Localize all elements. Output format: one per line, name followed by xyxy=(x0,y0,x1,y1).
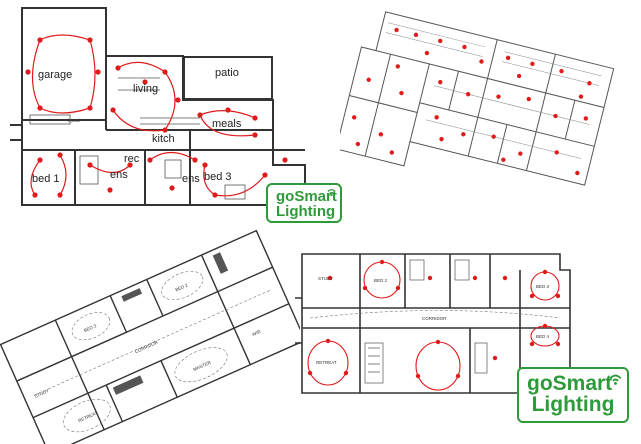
room-label-corridor: CORRIDOR xyxy=(422,316,447,321)
brand-logo-top: goSmart Lighting xyxy=(266,183,342,223)
room-label-rec: rec xyxy=(124,153,140,165)
room-label-bed-3: BED 3 xyxy=(536,284,550,289)
floor-plan-rotated-bottom: BED 3 BED 2 CORRIDOR STUDY RETREAT MASTE… xyxy=(0,229,300,444)
wifi-icon xyxy=(327,189,336,197)
room-label-study: STUDY xyxy=(318,276,333,281)
room-label-retreat: RETREAT xyxy=(77,410,98,423)
room-label-bed-3: bed 3 xyxy=(204,171,232,183)
room-label-meals: meals xyxy=(212,118,242,130)
brand-name-line1: goSmart xyxy=(527,372,613,395)
brand-name-line2: Lighting xyxy=(531,393,615,416)
room-label-corridor: CORRIDOR xyxy=(134,339,159,354)
brand-name-line1: goSmart xyxy=(276,188,337,205)
room-label-patio: patio xyxy=(215,67,239,79)
wifi-icon xyxy=(609,374,622,385)
room-label-bed-4: BED 4 xyxy=(536,334,550,339)
brand-logo-bottom: goSmart Lighting xyxy=(517,367,629,423)
room-label-bed-3: BED 3 xyxy=(83,323,97,333)
room-label-kitch: kitch xyxy=(152,133,175,145)
room-label-ens-2: ens xyxy=(182,173,200,185)
floor-plan-upper-storey: STUDY BED 2 BED 3 BED 4 CORRIDOR RETREAT xyxy=(295,253,571,394)
room-label-wir: WIR xyxy=(251,329,262,337)
floor-plan-rotated-top xyxy=(340,11,615,186)
room-label-master: MASTER xyxy=(192,360,212,372)
room-label-retreat: RETREAT xyxy=(316,360,337,365)
room-label-bed-1: bed 1 xyxy=(32,173,60,185)
room-label-bed-2: BED 2 xyxy=(175,282,189,292)
room-label-bpwd: b'pwd xyxy=(68,118,80,123)
room-label-bed-2: BED 2 xyxy=(374,278,388,283)
room-label-garage: garage xyxy=(38,69,72,81)
floor-plan-single-storey: garage patio living kitch meals bed 1 be… xyxy=(10,7,306,206)
brand-name-line2: Lighting xyxy=(276,203,336,220)
room-label-ens-1: ens xyxy=(110,169,128,181)
room-label-living: living xyxy=(133,83,158,95)
room-label-study: STUDY xyxy=(34,388,50,399)
